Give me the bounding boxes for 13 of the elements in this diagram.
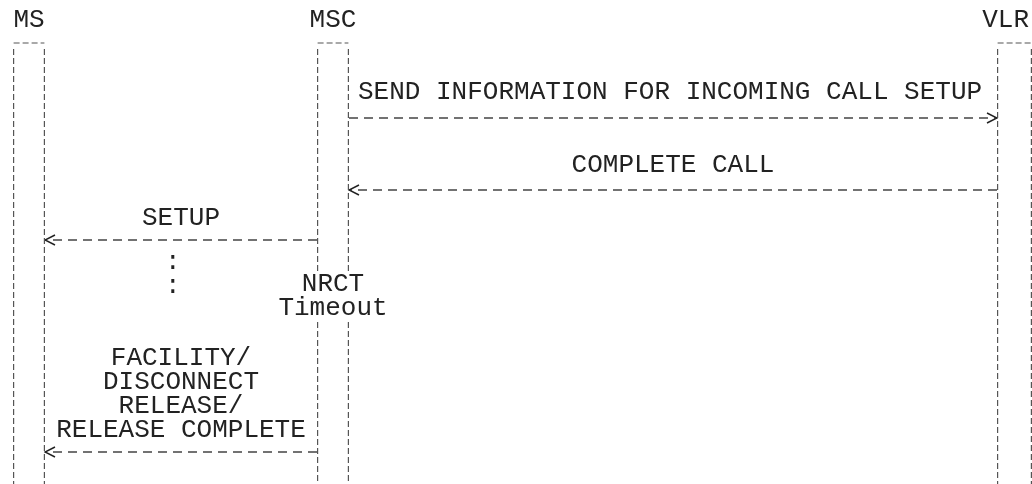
message-arrow <box>348 184 998 196</box>
message-arrow <box>44 234 318 246</box>
participant-label: MS <box>13 8 45 32</box>
timer-note: NRCT Timeout <box>277 272 389 320</box>
edge-label: SEND INFORMATION FOR INCOMING CALL SETUP <box>358 80 984 104</box>
participant-label: MSC <box>309 8 357 32</box>
participant-label: VLR <box>982 8 1029 32</box>
edge-label: FACILITY/ DISCONNECT RELEASE/ RELEASE COMPLETE <box>55 346 307 442</box>
edge-label: COMPLETE CALL <box>570 153 776 177</box>
edge-label: SETUP <box>141 206 221 230</box>
message-arrow <box>44 446 318 458</box>
message-arrow <box>348 112 998 124</box>
lifeline <box>13 8 45 484</box>
